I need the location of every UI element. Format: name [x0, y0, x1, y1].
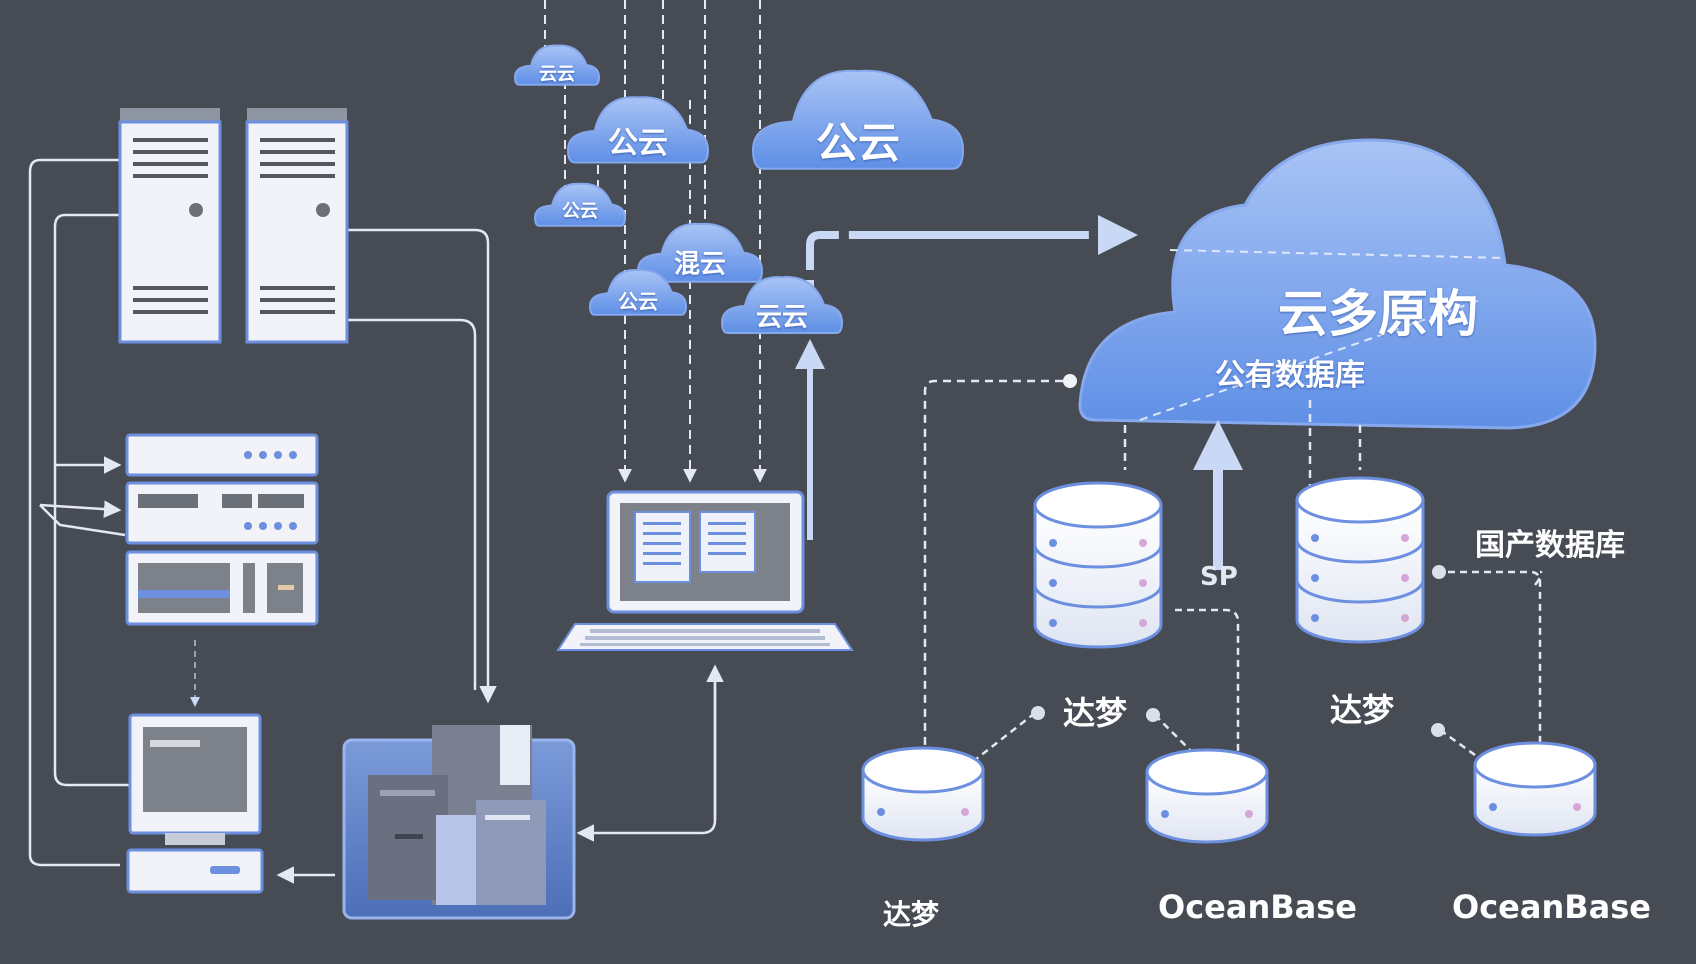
desktop-monitor-icon [126, 713, 264, 894]
main-cloud [1063, 138, 1597, 430]
cloud-label: 公云 [618, 289, 658, 314]
database-cylinder-icon [1473, 741, 1597, 837]
db-label-oceanbase-mid: OceanBase [1158, 888, 1357, 926]
database-cylinder-icon [1295, 476, 1425, 644]
laptop-icon [556, 490, 854, 651]
databases [861, 476, 1597, 844]
link-nodes [1031, 565, 1446, 737]
cloud-label: 云云 [539, 64, 575, 85]
db-links [974, 570, 1542, 775]
cloud-label: 公云 [815, 118, 901, 168]
small-code-label: SP [1200, 562, 1238, 592]
left-connectors [28, 158, 724, 884]
cloud-uplink-arrow [806, 215, 1138, 320]
rack-unit-icon [125, 433, 319, 626]
database-cylinder-icon [1145, 748, 1269, 844]
server-tower-icon [118, 108, 349, 344]
cloud-icon [751, 69, 965, 170]
db-label-bottom-left: 达梦 [883, 898, 940, 931]
db-label-damen-right: 达梦 [1330, 691, 1395, 729]
domestic-db-label: 国产数据库 [1475, 528, 1625, 563]
db-label-oceanbase-right: OceanBase [1452, 888, 1651, 926]
cloud-label: 公云 [608, 126, 668, 161]
cloud-icon [566, 96, 710, 164]
cloud-icon [720, 276, 844, 334]
db-label-damen-left: 达梦 [1063, 694, 1128, 732]
database-cylinder-icon [1033, 481, 1163, 649]
cloud-label: 公云 [562, 201, 598, 222]
main-cloud-subtitle: 公有数据库 [1215, 358, 1365, 393]
data-center-icon [342, 725, 576, 920]
main-cloud-title: 云多原构 [1278, 285, 1478, 343]
cloud-icon [533, 182, 627, 227]
cloud-icon [588, 269, 688, 316]
database-cylinder-icon [861, 746, 985, 842]
small-clouds [513, 44, 965, 334]
cloud-icon [513, 44, 601, 86]
cloud-label: 混云 [673, 249, 727, 280]
cloud-label: 云云 [755, 302, 809, 333]
